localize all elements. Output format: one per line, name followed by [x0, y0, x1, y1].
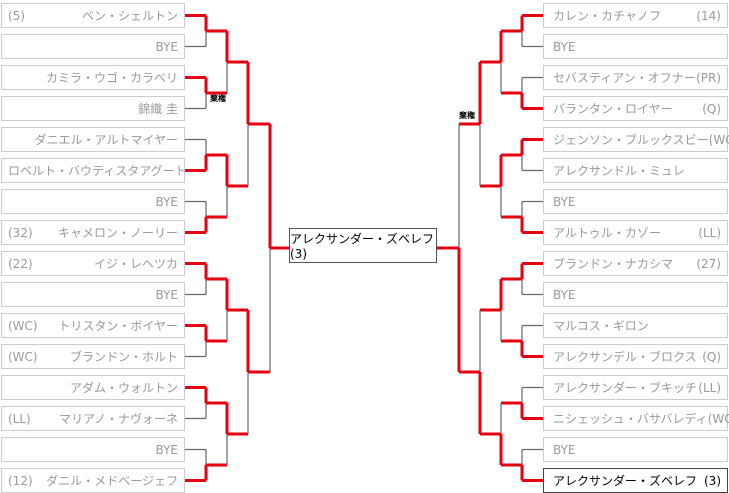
player-entry[interactable]: ロベルト・バウティスタアグート	[1, 158, 187, 183]
player-entry[interactable]: BYE	[543, 34, 728, 59]
player-entry[interactable]: (22) イジ・レヘツカ	[1, 251, 185, 276]
player-entry[interactable]: BYE	[543, 437, 728, 462]
player-name: アレクサンダー・ブキッチ	[553, 381, 698, 395]
player-name: BYE	[155, 287, 179, 302]
player-name: BYE	[155, 39, 179, 54]
seed: (WC)	[707, 411, 729, 426]
player-entry[interactable]: BYE	[1, 189, 185, 214]
champion-box[interactable]: アレクサンダー・ズベレフ(3)	[289, 228, 437, 263]
player-entry[interactable]: アルトゥル・カゾー (LL)	[543, 220, 728, 245]
player-name: アレクサンデル・ブロクス	[553, 350, 697, 364]
player-entry[interactable]: BYE	[1, 282, 185, 307]
player-name: アレクサンダー・ズベレフ	[553, 474, 698, 488]
player-entry[interactable]: カミラ・ウゴ・カラベリ	[1, 65, 185, 90]
seed: (22)	[8, 256, 33, 271]
retired-label: 棄権	[459, 111, 475, 120]
seed: (LL)	[698, 380, 721, 395]
player-entry[interactable]: (32) キャメロン・ノーリー	[1, 220, 185, 245]
seed: (5)	[8, 8, 25, 23]
player-name: ダニル・メドベージェフ	[46, 474, 178, 488]
seed: (WC)	[708, 132, 729, 147]
player-entry[interactable]: BYE	[543, 189, 728, 214]
player-entry[interactable]: アレクサンドル・ミュレ	[543, 158, 728, 183]
player-name: BYE	[553, 287, 576, 302]
player-entry[interactable]: カレン・カチャノフ (14)	[543, 3, 728, 28]
player-name: バランタン・ロイヤー	[553, 102, 673, 116]
player-name: キャメロン・ノーリー	[57, 226, 178, 240]
player-name: マルコス・ギロン	[553, 319, 649, 333]
player-name: BYE	[155, 194, 179, 209]
player-name: BYE	[553, 194, 576, 209]
player-name: イジ・レヘツカ	[93, 257, 178, 271]
seed: (WC)	[8, 349, 38, 364]
player-name: アダム・ウォルトン	[69, 381, 178, 395]
player-name: 錦織 圭	[138, 102, 178, 116]
player-name: BYE	[553, 442, 576, 457]
player-name: アルトゥル・カゾー	[553, 226, 661, 240]
seed: (12)	[8, 473, 33, 488]
player-entry[interactable]: ニシェッシュ・バサバレディ(WC)	[543, 406, 729, 431]
player-name: ブランドン・ナカシマ	[553, 257, 674, 271]
player-entry[interactable]: セバスティアン・オフナー(PR)	[543, 65, 728, 90]
player-name: BYE	[155, 442, 179, 457]
player-name: ロベルト・バウティスタアグート	[8, 164, 187, 178]
player-entry[interactable]: アレクサンデル・ブロクス (Q)	[543, 344, 728, 369]
seed: (14)	[696, 8, 721, 23]
player-entry[interactable]: ダニエル・アルトマイヤー	[1, 127, 185, 152]
retired-label: 棄権	[210, 94, 226, 103]
player-entry[interactable]: (WC) トリスタン・ボイヤー	[1, 313, 185, 338]
player-entry[interactable]: アレクサンダー・ブキッチ(LL)	[543, 375, 728, 400]
player-entry[interactable]: BYE	[1, 34, 185, 59]
player-entry[interactable]: アレクサンダー・ズベレフ (3)	[543, 468, 728, 493]
player-name: BYE	[553, 39, 576, 54]
seed: (LL)	[698, 225, 721, 240]
player-entry[interactable]: マルコス・ギロン	[543, 313, 728, 338]
player-entry[interactable]: (LL) マリアノ・ナヴォーネ	[1, 406, 185, 431]
player-entry[interactable]: (WC) ブランドン・ホルト	[1, 344, 185, 369]
player-name: セバスティアン・オフナー	[553, 71, 696, 85]
player-name: トリスタン・ボイヤー	[58, 319, 178, 333]
seed: (27)	[696, 256, 721, 271]
player-entry[interactable]: (5) ベン・シェルトン	[1, 3, 185, 28]
player-entry[interactable]: 錦織 圭	[1, 96, 185, 121]
seed: (WC)	[8, 318, 38, 333]
player-entry[interactable]: BYE	[1, 437, 185, 462]
player-name: マリアノ・ナヴォーネ	[59, 412, 178, 426]
player-entry[interactable]: BYE	[543, 282, 728, 307]
player-entry[interactable]: バランタン・ロイヤー (Q)	[543, 96, 728, 121]
player-entry[interactable]: ジェンソン・ブルックスビー(WC)	[543, 127, 729, 152]
player-name: アレクサンドル・ミュレ	[553, 164, 685, 178]
seed: (Q)	[702, 101, 721, 116]
seed: (LL)	[8, 411, 31, 426]
player-entry[interactable]: ブランドン・ナカシマ (27)	[543, 251, 728, 276]
seed: (3)	[704, 473, 721, 488]
player-name: ベン・シェルトン	[81, 9, 178, 23]
player-name: ニシェッシュ・バサバレディ	[553, 412, 708, 426]
player-name: ジェンソン・ブルックスビー	[553, 133, 709, 147]
player-name: カミラ・ウゴ・カラベリ	[45, 71, 178, 85]
seed: (32)	[8, 225, 33, 240]
player-name: ブランドン・ホルト	[69, 350, 178, 364]
player-entry[interactable]: (12) ダニル・メドベージェフ	[1, 468, 185, 493]
seed: (Q)	[702, 349, 721, 364]
player-name: カレン・カチャノフ	[553, 9, 661, 23]
seed: (PR)	[696, 70, 721, 85]
player-name: ダニエル・アルトマイヤー	[34, 133, 178, 147]
player-entry[interactable]: アダム・ウォルトン	[1, 375, 185, 400]
